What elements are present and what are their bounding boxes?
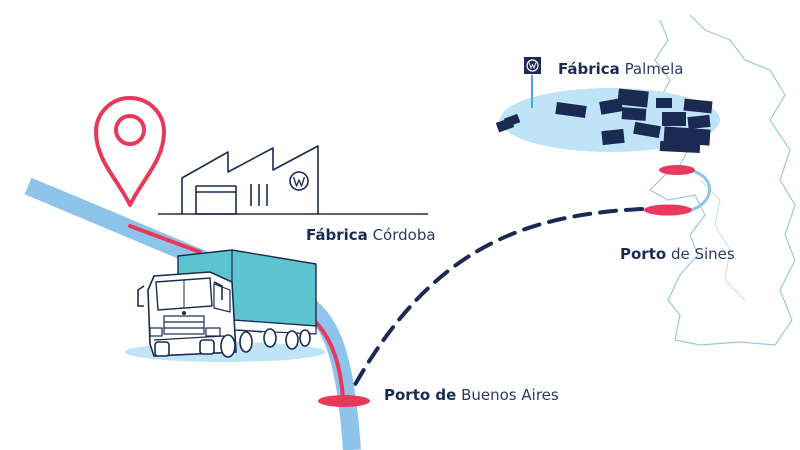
- label-porto-sines: Porto de Sines: [620, 245, 735, 263]
- sines-port-marker: [644, 204, 692, 216]
- ocean-route-dashed: [350, 207, 644, 392]
- location-pin-icon: [94, 96, 166, 207]
- label-porto-buenos-aires-bold: Porto de: [384, 386, 457, 404]
- portugal-inner-border: [699, 179, 746, 301]
- truck-icon: [137, 249, 317, 358]
- label-porto-sines-bold: Porto: [620, 245, 667, 263]
- label-fabrica-palmela-bold: Fábrica: [558, 60, 620, 78]
- label-porto-buenos-aires: Porto de Buenos Aires: [384, 386, 559, 404]
- label-porto-sines-rest: de Sines: [670, 245, 735, 263]
- label-fabrica-cordoba-rest: Córdoba: [372, 226, 436, 244]
- label-fabrica-palmela: Fábrica Palmela: [558, 60, 684, 78]
- cordoba-factory-icon: [158, 145, 428, 215]
- sines-coastal-route: [689, 168, 711, 212]
- buenos-aires-port-marker: [318, 395, 370, 407]
- label-fabrica-palmela-rest: Palmela: [624, 60, 684, 78]
- sines-marker-upper: [659, 165, 695, 175]
- palmela-vw-logo-icon: [524, 57, 541, 74]
- label-porto-buenos-aires-rest: Buenos Aires: [461, 386, 559, 404]
- label-fabrica-cordoba: Fábrica Córdoba: [306, 226, 436, 244]
- palmela-buildings: [495, 88, 713, 154]
- label-fabrica-cordoba-bold: Fábrica: [306, 226, 368, 244]
